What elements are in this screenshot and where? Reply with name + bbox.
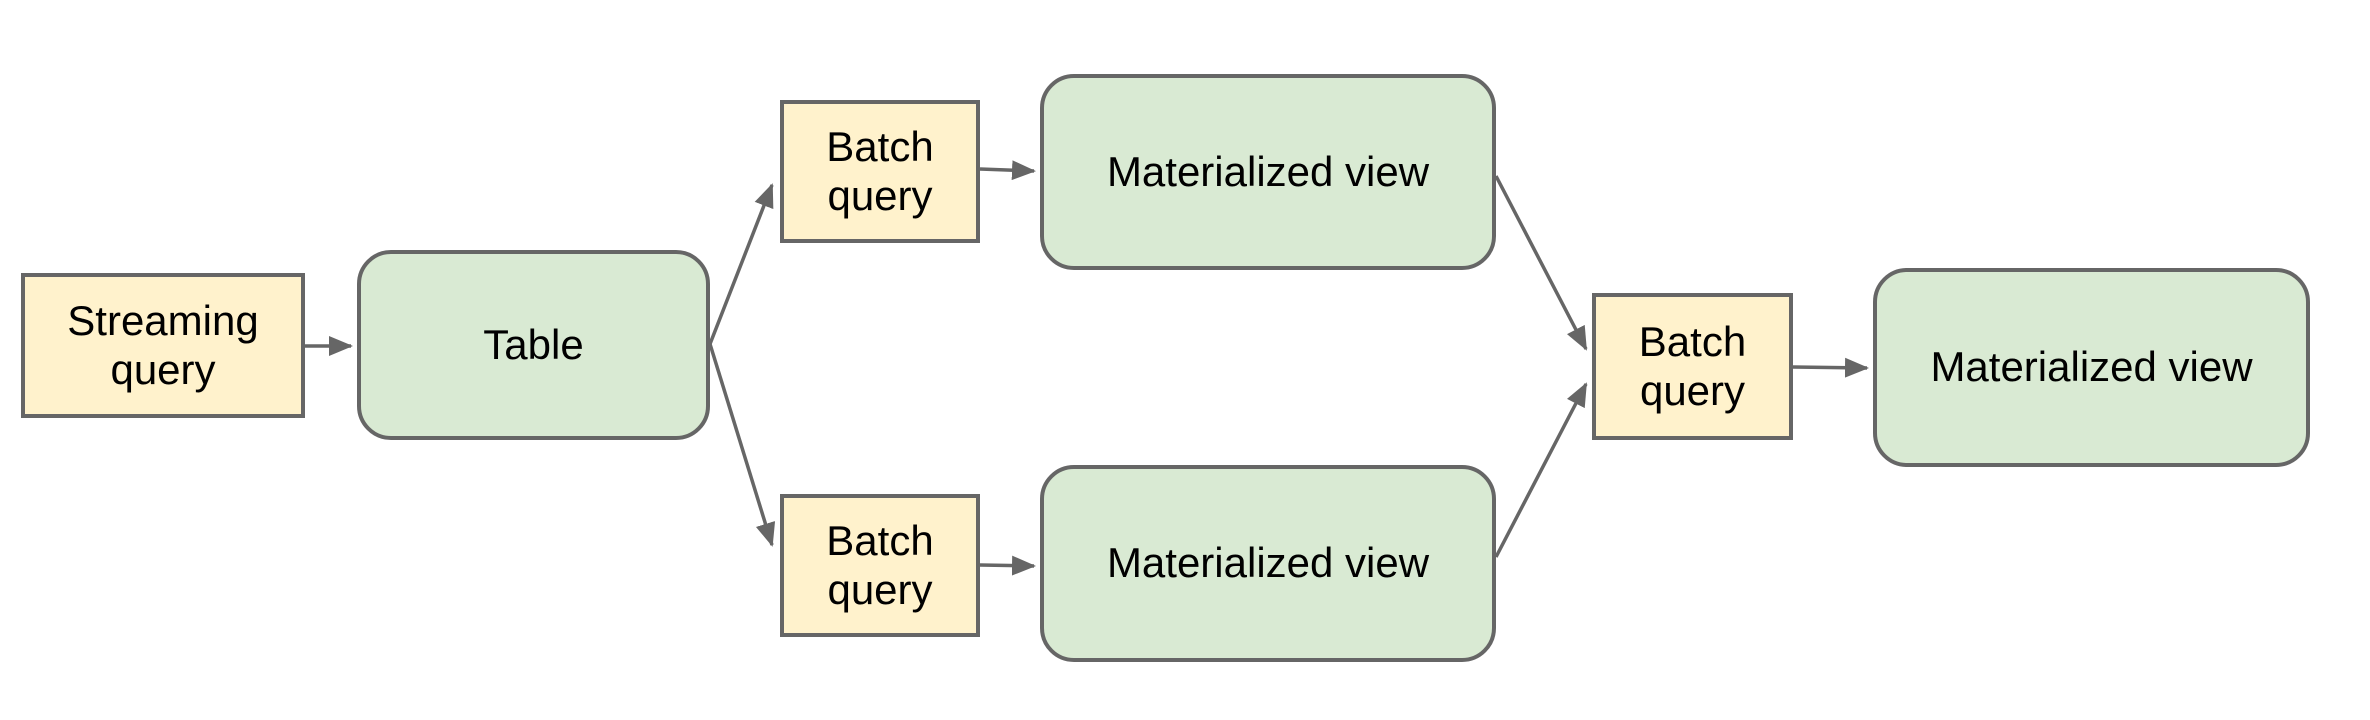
- node-table-label: Table: [483, 320, 584, 368]
- arrow-batch-bottom-to-mv-bottom: [979, 555, 1036, 576]
- arrow-mv-top-to-batch-right: [1494, 175, 1588, 351]
- node-materialized-view-bottom: Materialized view: [1040, 465, 1496, 662]
- node-batch-query-right: Batch query: [1592, 293, 1793, 440]
- node-materialized-view-top: Materialized view: [1040, 74, 1496, 270]
- node-streaming-query: Streaming query: [21, 273, 305, 418]
- arrow-table-to-batch-top: [708, 183, 774, 345]
- node-batch-query-right-label: Batch query: [1638, 318, 1747, 414]
- node-table: Table: [357, 250, 710, 440]
- arrow-batch-top-to-mv-top: [979, 160, 1036, 181]
- node-materialized-view-right-label: Materialized view: [1930, 343, 2253, 391]
- node-batch-query-bottom: Batch query: [780, 494, 980, 637]
- node-materialized-view-bottom-label: Materialized view: [1106, 539, 1430, 587]
- node-batch-query-top-label: Batch query: [826, 123, 934, 219]
- node-materialized-view-right: Materialized view: [1873, 268, 2310, 467]
- node-materialized-view-top-label: Materialized view: [1106, 147, 1430, 195]
- arrow-table-to-batch-bottom: [708, 343, 776, 547]
- arrow-mv-bottom-to-batch-right: [1494, 382, 1588, 558]
- node-streaming-query-label: Streaming query: [67, 297, 259, 393]
- node-batch-query-top: Batch query: [780, 100, 980, 243]
- node-batch-query-bottom-label: Batch query: [826, 517, 934, 613]
- arrow-batch-right-to-mv-right: [1792, 357, 1869, 378]
